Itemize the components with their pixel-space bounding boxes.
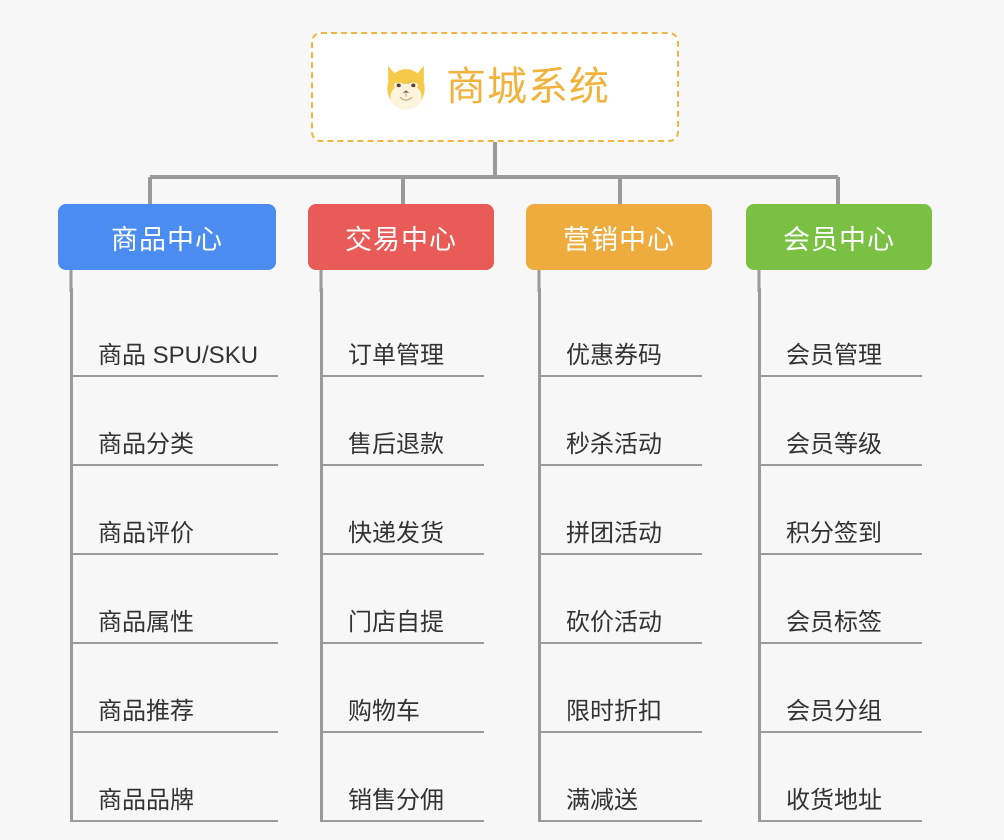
leaf-item[interactable]: 购物车 [322, 644, 484, 733]
leaf-item[interactable]: 商品 SPU/SKU [72, 288, 278, 377]
leaf-label: 砍价活动 [566, 608, 662, 636]
branch-header-label: 交易中心 [345, 224, 457, 255]
leaf-list-member: 会员管理 会员等级 积分签到 会员标签 会员分组 收货地址 [746, 288, 932, 822]
leaf-label: 积分签到 [786, 519, 882, 547]
leaf-item[interactable]: 快递发货 [322, 466, 484, 555]
branch-header-trade[interactable]: 交易中心 [308, 204, 494, 270]
leaf-label: 满减送 [566, 786, 638, 814]
leaf-item[interactable]: 销售分佣 [322, 733, 484, 822]
leaf-label: 拼团活动 [566, 519, 662, 547]
leaf-item[interactable]: 砍价活动 [540, 555, 702, 644]
leaf-list-product: 商品 SPU/SKU 商品分类 商品评价 商品属性 商品推荐 商品品牌 [58, 288, 278, 822]
leaf-item[interactable]: 商品推荐 [72, 644, 278, 733]
leaf-item[interactable]: 商品评价 [72, 466, 278, 555]
leaf-label: 销售分佣 [348, 786, 444, 814]
leaf-item[interactable]: 商品属性 [72, 555, 278, 644]
branch-column-member: 会员中心 会员管理 会员等级 积分签到 会员标签 会员分组 收货地址 [746, 204, 932, 822]
root-node[interactable]: 商城系统 [311, 32, 679, 142]
leaf-item[interactable]: 收货地址 [760, 733, 922, 822]
leaf-label: 会员等级 [786, 430, 882, 458]
branch-header-label: 会员中心 [783, 224, 895, 255]
leaf-item[interactable]: 订单管理 [322, 288, 484, 377]
leaf-item[interactable]: 秒杀活动 [540, 377, 702, 466]
shiba-dog-icon [387, 65, 425, 110]
branch-header-member[interactable]: 会员中心 [746, 204, 932, 270]
leaf-trunk [70, 288, 73, 822]
branch-column-product: 商品中心 商品 SPU/SKU 商品分类 商品评价 商品属性 商品推荐 商品品牌 [58, 204, 278, 822]
leaf-list-trade: 订单管理 售后退款 快递发货 门店自提 购物车 销售分佣 [308, 288, 494, 822]
leaf-label: 商品品牌 [98, 786, 194, 814]
leaf-label: 门店自提 [348, 608, 444, 636]
leaf-label: 收货地址 [786, 786, 882, 814]
leaf-list-marketing: 优惠券码 秒杀活动 拼团活动 砍价活动 限时折扣 满减送 [526, 288, 712, 822]
leaf-item[interactable]: 售后退款 [322, 377, 484, 466]
leaf-label: 售后退款 [348, 430, 444, 458]
branch-header-product[interactable]: 商品中心 [58, 204, 276, 270]
leaf-item[interactable]: 限时折扣 [540, 644, 702, 733]
leaf-trunk [538, 288, 541, 822]
leaf-label: 商品评价 [98, 519, 194, 547]
branch-header-marketing[interactable]: 营销中心 [526, 204, 712, 270]
leaf-item[interactable]: 满减送 [540, 733, 702, 822]
leaf-label: 商品属性 [98, 608, 194, 636]
leaf-label: 商品分类 [98, 430, 194, 458]
leaf-item[interactable]: 会员分组 [760, 644, 922, 733]
leaf-item[interactable]: 拼团活动 [540, 466, 702, 555]
leaf-label: 优惠券码 [566, 341, 662, 369]
leaf-trunk [758, 288, 761, 822]
leaf-item[interactable]: 会员等级 [760, 377, 922, 466]
leaf-item[interactable]: 优惠券码 [540, 288, 702, 377]
leaf-item[interactable]: 会员管理 [760, 288, 922, 377]
leaf-label: 快递发货 [348, 519, 444, 547]
leaf-label: 会员分组 [786, 697, 882, 725]
leaf-item[interactable]: 门店自提 [322, 555, 484, 644]
branch-column-trade: 交易中心 订单管理 售后退款 快递发货 门店自提 购物车 销售分佣 [308, 204, 494, 822]
leaf-item[interactable]: 商品品牌 [72, 733, 278, 822]
root-title: 商城系统 [446, 65, 610, 109]
branch-header-label: 商品中心 [111, 224, 223, 255]
branch-header-label: 营销中心 [563, 224, 675, 255]
leaf-trunk [320, 288, 323, 822]
leaf-label: 商品 SPU/SKU [98, 341, 259, 369]
leaf-label: 购物车 [348, 697, 420, 725]
leaf-label: 订单管理 [348, 341, 444, 369]
leaf-item[interactable]: 积分签到 [760, 466, 922, 555]
leaf-label: 秒杀活动 [566, 430, 662, 458]
leaf-item[interactable]: 会员标签 [760, 555, 922, 644]
leaf-label: 限时折扣 [566, 697, 662, 725]
leaf-label: 会员管理 [786, 341, 882, 369]
leaf-item[interactable]: 商品分类 [72, 377, 278, 466]
leaf-label: 商品推荐 [98, 697, 194, 725]
leaf-label: 会员标签 [786, 608, 882, 636]
branch-column-marketing: 营销中心 优惠券码 秒杀活动 拼团活动 砍价活动 限时折扣 满减送 [526, 204, 712, 822]
